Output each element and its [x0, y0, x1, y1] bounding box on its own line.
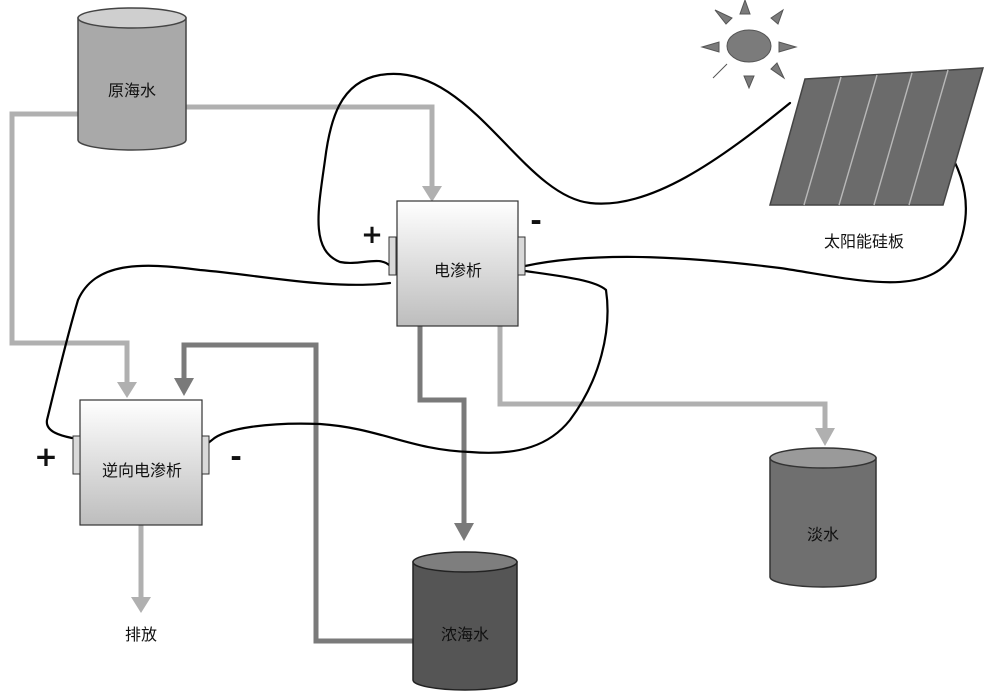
pipes-dark — [174, 325, 474, 644]
electrodialysis-label: 电渗析 — [434, 261, 482, 280]
ed-positive-electrode — [388, 236, 397, 276]
red-positive-sign: + — [34, 440, 57, 473]
sun-icon — [700, 0, 798, 90]
pipe-raw-to-ed — [185, 104, 435, 190]
arrow-concentrate-into-red — [174, 378, 194, 396]
discharge-label: 排放 — [125, 625, 157, 644]
arrow-into-ed — [422, 186, 442, 202]
ed-negative-sign: - — [530, 204, 542, 237]
fresh-water-tank: 淡水 — [769, 447, 877, 588]
arrow-into-red — [117, 382, 137, 398]
solar-panel: 太阳能硅板 — [769, 67, 985, 251]
wire-ed-negative-to-panel — [523, 143, 967, 284]
red-negative-sign: - — [230, 440, 242, 473]
reverse-electrodialysis-label: 逆向电渗析 — [102, 461, 182, 480]
wire-panel-to-ed-positive — [317, 72, 792, 268]
red-positive-electrode — [72, 435, 81, 475]
electrodialysis-unit: 电渗析 + - — [361, 200, 542, 327]
raw-seawater-tank: 原海水 — [77, 7, 187, 151]
concentrated-seawater-label: 浓海水 — [441, 625, 489, 644]
red-negative-electrode — [201, 435, 210, 475]
solar-panel-label: 太阳能硅板 — [824, 232, 904, 251]
raw-seawater-label: 原海水 — [108, 81, 156, 100]
reverse-electrodialysis-unit: 逆向电渗析 + - — [34, 399, 242, 526]
ed-positive-sign: + — [361, 220, 383, 250]
wire-ed-negative-to-red-negative — [204, 269, 609, 454]
arrow-into-concentrate — [454, 523, 474, 541]
pipe-raw-to-red — [9, 111, 130, 385]
pipes-light — [9, 104, 835, 613]
arrow-discharge — [131, 597, 151, 613]
wire-ed-positive-to-red-positive — [45, 264, 392, 440]
arrow-into-fresh — [815, 428, 835, 446]
wires — [45, 72, 967, 454]
ed-negative-electrode — [517, 236, 526, 276]
pipe-ed-to-concentrate — [417, 325, 467, 527]
fresh-water-label: 淡水 — [807, 525, 839, 544]
pipe-ed-to-fresh — [497, 325, 828, 432]
concentrated-seawater-tank: 浓海水 — [412, 551, 518, 691]
pipe-concentrate-to-red — [181, 342, 413, 644]
